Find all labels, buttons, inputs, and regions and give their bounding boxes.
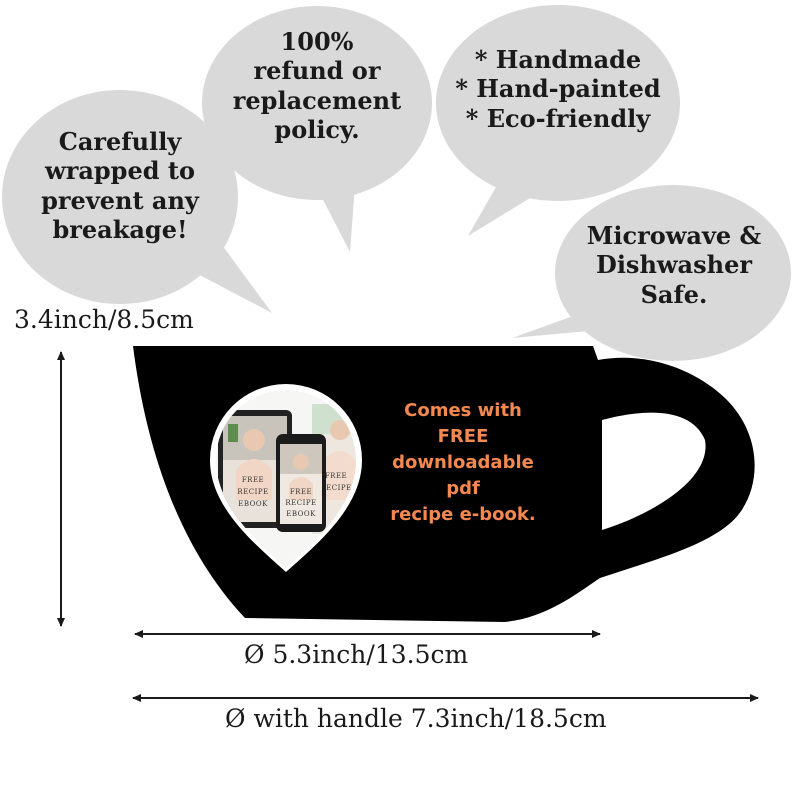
bubble-safe-line: Microwave & xyxy=(586,221,762,250)
promo-text: Comes with FREE downloadable pdf recipe … xyxy=(368,398,558,528)
tablet-cover-line3: EBOOK xyxy=(238,500,268,508)
with-handle-label: Ø with handle 7.3inch/18.5cm xyxy=(225,704,607,733)
phone-image: FREE RECIPE EBOOK xyxy=(276,434,326,532)
bubble-refund-line: policy. xyxy=(274,114,360,144)
tablet-cover-line1: FREE xyxy=(242,476,264,484)
height-label: 3.4inch/8.5cm xyxy=(14,305,194,334)
bubble-features-line: * Hand-painted xyxy=(455,74,661,104)
bubble-refund xyxy=(202,6,432,252)
bubble-wrapped xyxy=(2,90,272,313)
bubble-features-text: * Handmade * Hand-painted * Eco-friendly xyxy=(440,45,676,133)
bubble-safe-line: Dishwasher xyxy=(596,250,752,280)
book-cover-line2: RECIPE xyxy=(320,484,351,492)
bubble-safe-line: Safe. xyxy=(640,279,708,309)
book-cover-line1: FREE xyxy=(325,472,347,480)
bubble-refund-line: 100% xyxy=(280,27,354,56)
phone-cover-line2: RECIPE xyxy=(285,499,316,507)
diameter-label: Ø 5.3inch/13.5cm xyxy=(244,640,469,669)
bubble-features xyxy=(436,5,680,236)
bubble-wrapped-line: wrapped to xyxy=(45,156,195,186)
tablet-cover-line2: RECIPE xyxy=(237,488,268,496)
bubble-safe-text: Microwave & Dishwasher Safe. xyxy=(572,221,776,309)
bubble-wrapped-line: breakage! xyxy=(52,214,188,244)
bubble-refund-line: replacement xyxy=(232,85,402,115)
bubble-safe xyxy=(512,185,791,361)
ebook-pin: FREE RECIPE EBOOK FREE RECIPE FREE xyxy=(210,384,362,572)
promo-line: Comes with xyxy=(404,400,522,421)
phone-cover-line3: EBOOK xyxy=(286,510,316,518)
bubble-wrapped-line: prevent any xyxy=(41,185,199,215)
promo-line: FREE xyxy=(437,426,489,448)
bubble-refund-text: 100% refund or replacement policy. xyxy=(217,27,417,144)
bubble-wrapped-line: Carefully xyxy=(58,127,182,156)
bubble-features-line: * Eco-friendly xyxy=(465,103,651,133)
promo-line: recipe e-book. xyxy=(390,504,536,526)
bubble-refund-line: refund or xyxy=(253,56,381,86)
phone-cover-line1: FREE xyxy=(290,488,312,496)
bubble-wrapped-text: Carefully wrapped to prevent any breakag… xyxy=(20,127,220,244)
promo-line: pdf xyxy=(446,478,480,500)
promo-line: downloadable xyxy=(392,452,534,474)
bubble-features-line: * Handmade xyxy=(474,45,642,74)
